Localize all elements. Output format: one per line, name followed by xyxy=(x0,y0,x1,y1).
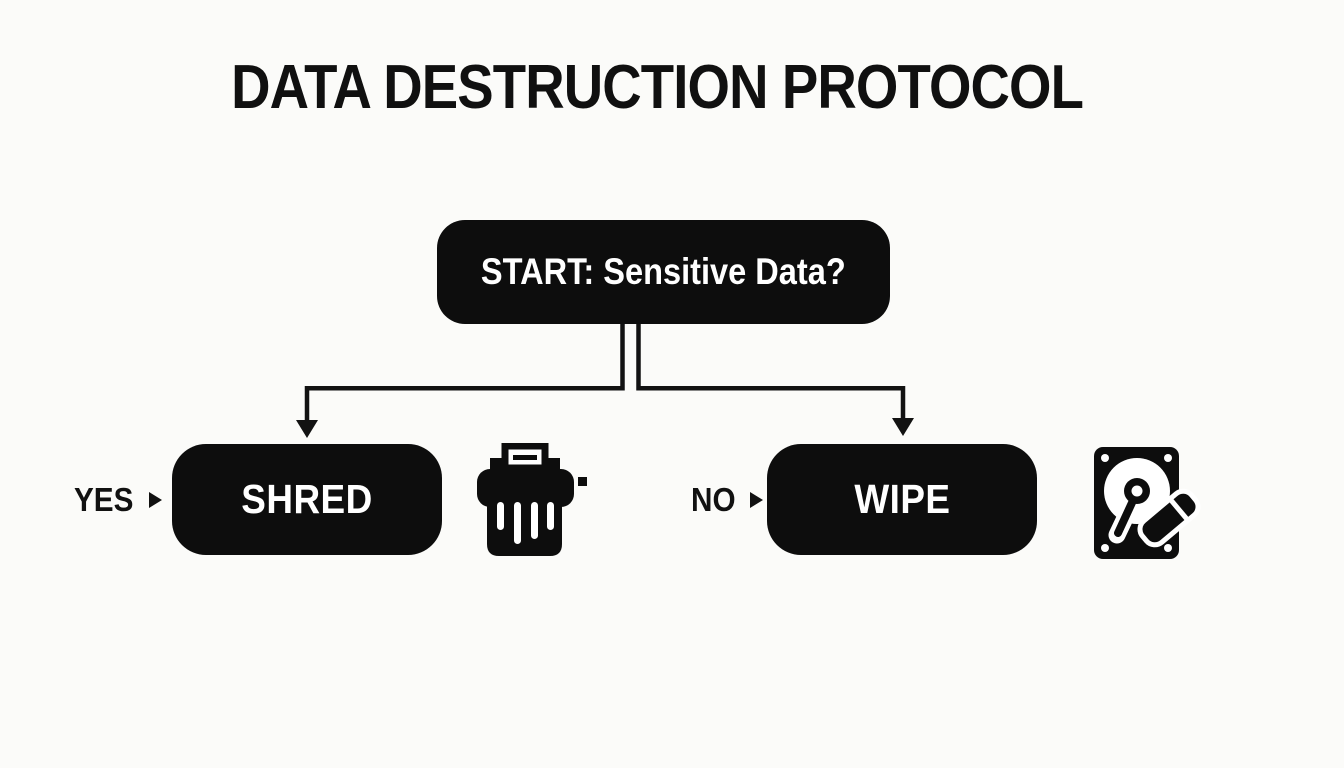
shred-node-label: SHRED xyxy=(241,476,373,522)
arrowhead-right xyxy=(892,418,914,436)
arrowhead-left xyxy=(296,420,318,438)
start-node-label: START: Sensitive Data? xyxy=(481,251,846,292)
wipe-node-label: WIPE xyxy=(853,476,951,522)
start-node: START: Sensitive Data? xyxy=(437,220,890,324)
wipe-node: WIPE xyxy=(767,444,1037,555)
shred-node: SHRED xyxy=(172,444,442,555)
no-branch-label: NO xyxy=(691,444,763,556)
no-label-text: NO xyxy=(691,481,736,518)
hard-drive-wipe-icon xyxy=(1094,447,1201,559)
triangle-right-icon xyxy=(749,492,763,508)
paper-shredder-icon xyxy=(477,443,587,556)
page-title: DATA DESTRUCTION PROTOCOL xyxy=(0,52,1315,123)
yes-branch-label: YES xyxy=(74,444,163,556)
triangle-right-icon xyxy=(149,492,163,508)
page-title-text: DATA DESTRUCTION PROTOCOL xyxy=(231,53,1085,122)
yes-label-text: YES xyxy=(74,481,134,518)
